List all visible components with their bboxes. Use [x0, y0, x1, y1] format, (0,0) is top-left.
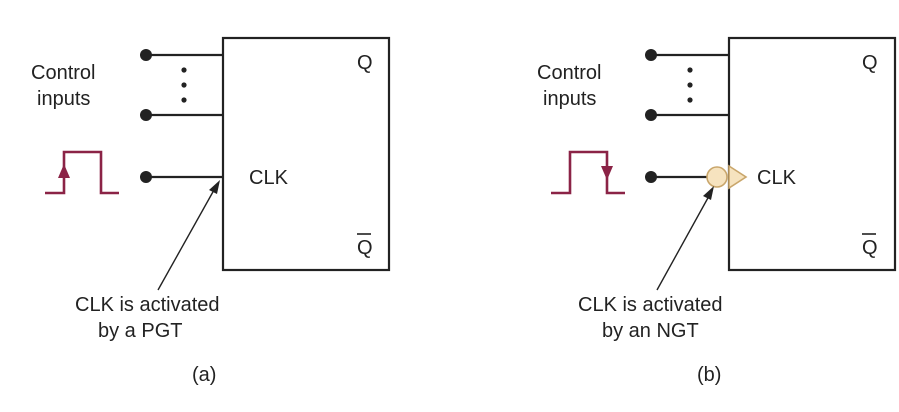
- clock-pulse-b: [551, 150, 625, 195]
- clk-pin-label-a: CLK: [249, 167, 289, 189]
- ellipsis-dot-a: [181, 97, 187, 103]
- flip-flop-box-a: [221, 36, 391, 272]
- q-output-label-b: Q: [862, 52, 878, 74]
- leader-line-a: [157, 189, 215, 291]
- clock-terminal-a: [140, 171, 152, 183]
- flip-flop-box-b: [727, 36, 897, 272]
- note-line2-b: by an NGT: [602, 320, 699, 342]
- control-input-terminal-top-a: [140, 49, 152, 61]
- control-inputs-label-line2-b: inputs: [543, 88, 596, 110]
- q-output-label-a: Q: [357, 52, 373, 74]
- falling-edge-arrow-icon: [601, 166, 613, 180]
- q-bar-output-label-a: Q: [357, 237, 373, 259]
- control-inputs-label-line1-b: Control: [537, 62, 601, 84]
- caption-b: (b): [697, 364, 721, 386]
- note-line1-b: CLK is activated: [578, 294, 723, 316]
- q-bar-output-label-b: Q: [862, 237, 878, 259]
- inversion-bubble-icon: [706, 166, 728, 188]
- leader-arrow-icon-b: [703, 186, 714, 200]
- leader-line-b: [656, 195, 710, 291]
- ellipsis-dot-b: [687, 82, 693, 88]
- ellipsis-dot-b: [687, 97, 693, 103]
- control-inputs-label-line1-a: Control: [31, 62, 95, 84]
- clock-pulse-a: [45, 150, 119, 195]
- control-inputs-label-line2-a: inputs: [37, 88, 90, 110]
- caption-a: (a): [192, 364, 216, 386]
- control-input-terminal-bottom-b: [645, 109, 657, 121]
- control-input-terminal-top-b: [645, 49, 657, 61]
- note-line2-a: by a PGT: [98, 320, 182, 342]
- clk-pin-label-b: CLK: [757, 167, 797, 189]
- ellipsis-dot-a: [181, 82, 187, 88]
- panel-b: Control inputs CLK Q Q CLK is activated …: [537, 36, 897, 386]
- clock-terminal-b: [645, 171, 657, 183]
- dynamic-clock-triangle-icon: [728, 164, 748, 190]
- note-line1-a: CLK is activated: [75, 294, 220, 316]
- ellipsis-dot-b: [687, 67, 693, 73]
- rising-edge-arrow-icon: [58, 164, 70, 178]
- leader-arrow-icon-a: [209, 180, 220, 194]
- panel-a: Control inputs CLK Q Q CLK is activated …: [31, 36, 391, 386]
- ellipsis-dot-a: [181, 67, 187, 73]
- control-input-terminal-bottom-a: [140, 109, 152, 121]
